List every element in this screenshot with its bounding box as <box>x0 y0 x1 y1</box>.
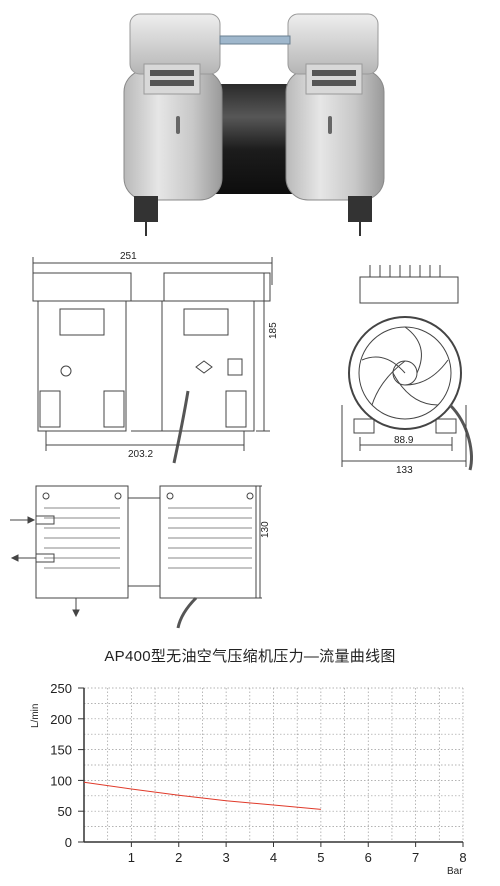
series-line <box>83 781 321 810</box>
y-tick-label: 100 <box>50 773 72 788</box>
width-dim-label: 251 <box>120 251 137 262</box>
x-tick-label: 3 <box>223 850 230 865</box>
mount-dim-label: 203.2 <box>128 449 153 460</box>
x-tick-label: 6 <box>365 850 372 865</box>
chart-title: AP400型无油空气压缩机压力—流量曲线图 <box>104 648 396 665</box>
chart-grid <box>83 687 464 843</box>
x-tick-label: 2 <box>175 850 182 865</box>
height-dim-label: 185 <box>268 322 279 339</box>
chart-ticks: 0 50 100 150 200 250 1 2 3 4 5 6 7 8 <box>50 681 466 865</box>
y-unit-label: L/min <box>30 704 41 728</box>
top-view-drawing: 130 <box>10 485 271 629</box>
connecting-pipe <box>219 35 291 45</box>
side-mount-dim-label: 88.9 <box>394 435 414 446</box>
x-tick-label: 7 <box>412 850 419 865</box>
y-tick-label: 150 <box>50 743 72 758</box>
fan-outer <box>348 316 462 430</box>
compressor-photo <box>123 13 385 236</box>
y-tick-label: 200 <box>50 712 72 727</box>
chart-series <box>83 781 321 810</box>
x-tick-label: 5 <box>317 850 324 865</box>
x-tick-label: 8 <box>459 850 466 865</box>
side-view-drawing: 88.9 133 <box>341 265 473 476</box>
x-tick-label: 1 <box>128 850 135 865</box>
y-tick-label: 250 <box>50 681 72 696</box>
x-unit-label: Bar <box>447 866 463 877</box>
side-width-dim-label: 133 <box>396 465 413 476</box>
motor-body <box>200 84 300 194</box>
x-tick-label: 4 <box>270 850 277 865</box>
y-tick-label: 50 <box>58 804 72 819</box>
y-tick-label: 0 <box>65 835 72 850</box>
depth-dim-label: 130 <box>260 521 271 538</box>
pressure-flow-chart: 0 50 100 150 200 250 1 2 3 4 5 6 7 8 L/min Bar <box>30 681 467 877</box>
front-view-drawing: 251 203.2 185 <box>32 251 279 464</box>
